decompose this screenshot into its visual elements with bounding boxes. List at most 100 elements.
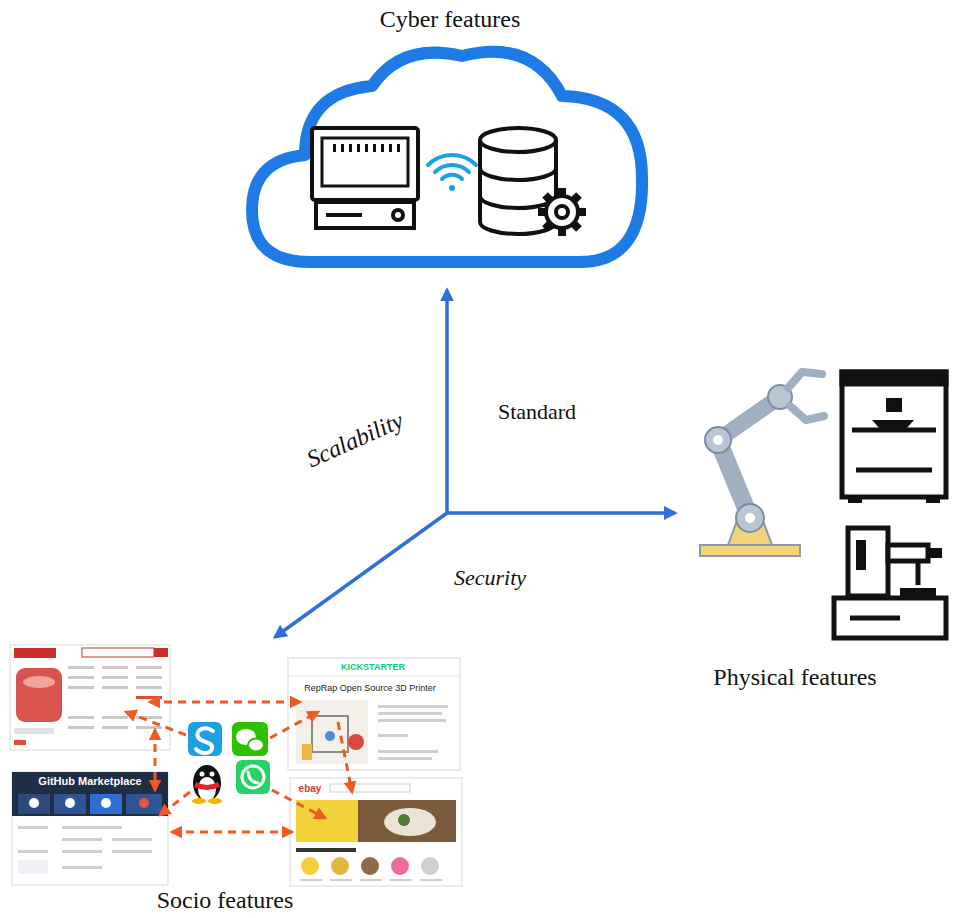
illustration-part [196, 728, 213, 753]
illustration-part [126, 794, 162, 814]
illustration-part [378, 757, 432, 760]
illustration-part [160, 792, 190, 815]
illustration-part [101, 798, 111, 808]
illustration-part [236, 760, 270, 794]
dashed-arrows [126, 702, 352, 832]
illustration-part [381, 144, 384, 152]
illustration-part [29, 798, 39, 808]
illustration-part [136, 666, 162, 669]
illustration-part [192, 798, 206, 804]
cloud-group: Cyber features [250, 4, 650, 274]
illustration-part [330, 879, 352, 881]
illustration-part [338, 722, 352, 792]
illustration-part [850, 616, 900, 621]
illustration-part [296, 700, 368, 764]
illustration-part [856, 468, 932, 473]
illustration-part [102, 676, 128, 679]
illustration-part [14, 740, 26, 745]
illustration-part [296, 800, 358, 842]
website-screenshot [10, 645, 170, 750]
illustration-part [442, 175, 462, 179]
illustration-part [333, 144, 400, 152]
illustration-part [102, 666, 128, 669]
illustration-part [300, 879, 442, 881]
illustration-part [842, 372, 946, 497]
illustration-part [449, 185, 455, 191]
illustration-part [296, 848, 356, 852]
illustration-part [556, 206, 568, 218]
illustration-part [848, 528, 888, 596]
illustration-part [12, 772, 168, 885]
illustration-part [208, 798, 222, 804]
illustration-part [788, 372, 822, 388]
illustration-part [349, 144, 352, 152]
illustration-part [435, 165, 469, 172]
illustration-part [102, 726, 128, 729]
illustration-part [301, 857, 319, 875]
illustration-part [445, 290, 449, 513]
printer-3d-icon [842, 372, 946, 503]
illustration-part [150, 701, 300, 704]
illustration-part [926, 497, 940, 503]
illustration-part [18, 850, 48, 853]
illustration-part [68, 666, 94, 669]
group-heading: Cyber features [376, 4, 525, 34]
axis-label: Security [454, 565, 526, 591]
illustration-part [360, 879, 382, 881]
illustration-part [357, 144, 360, 152]
illustration-part [316, 202, 414, 228]
illustration-part [248, 772, 258, 783]
illustration-part [900, 588, 936, 596]
illustration-part [705, 427, 731, 453]
site-heading: RepRap Open Source 3D Printer [304, 683, 436, 694]
illustration-part [62, 838, 102, 841]
illustration-part [248, 739, 264, 752]
illustration-part [82, 648, 154, 657]
illustration-part [330, 784, 410, 792]
illustration-part [348, 734, 364, 750]
illustration-part [397, 144, 400, 152]
qq-icon [192, 765, 222, 804]
wifi-icon [428, 155, 476, 191]
illustration-part [713, 435, 723, 445]
illustration-part [365, 144, 368, 152]
illustration-part [112, 850, 152, 853]
illustration-part [154, 730, 157, 790]
illustration-part [333, 144, 336, 152]
illustration-part [252, 52, 642, 262]
machine-group: Physical features [650, 365, 940, 692]
illustration-part [745, 513, 755, 523]
illustration-part [90, 794, 122, 814]
site-logo: ebay [299, 783, 322, 795]
illustration-part [18, 794, 50, 814]
illustration-part [18, 826, 48, 829]
illustration-part [447, 511, 675, 515]
illustration-part [200, 772, 205, 777]
site-logo: KICKSTARTER [341, 662, 405, 673]
illustration-part [296, 800, 456, 842]
illustration-part [300, 879, 322, 881]
illustration-part [10, 645, 170, 750]
illustration-part [341, 144, 344, 152]
illustration-part [322, 138, 408, 186]
illustration-part [916, 561, 921, 585]
illustration-part [18, 860, 48, 874]
illustration-part [480, 168, 556, 180]
illustration-part [398, 814, 410, 826]
computer-icon [312, 128, 418, 228]
illustration-part [275, 513, 447, 637]
illustration-part [270, 712, 318, 738]
illustration-part [68, 686, 94, 689]
illustration-part [872, 420, 914, 429]
illustration-part [378, 734, 408, 737]
illustration-part [14, 648, 56, 658]
illustration-part [154, 648, 168, 657]
illustration-part [54, 794, 86, 814]
illustration-part [12, 772, 168, 816]
illustration-part [888, 545, 928, 561]
illustration-part [390, 879, 412, 881]
illustration-part [331, 857, 349, 875]
